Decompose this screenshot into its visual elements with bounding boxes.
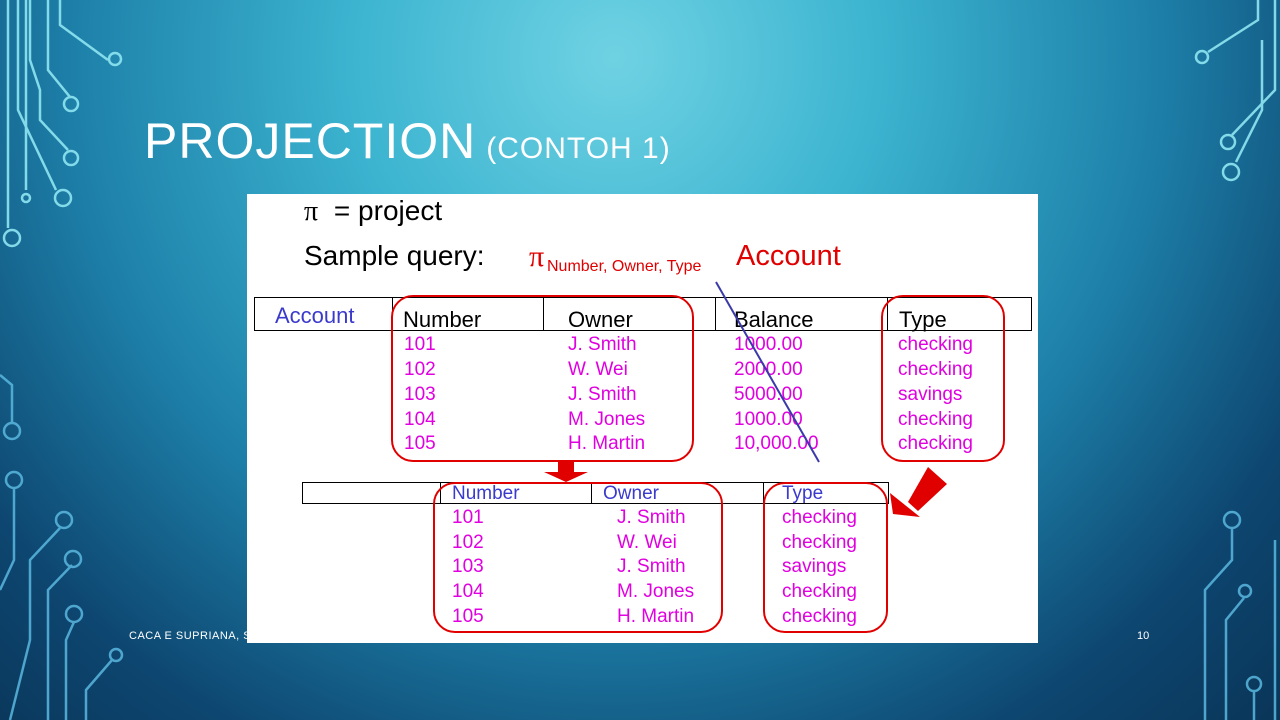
query-subscript: Number, Owner, Type bbox=[547, 258, 702, 275]
source-cell-balance: 5000.00 bbox=[734, 384, 803, 405]
source-cell-type: checking bbox=[898, 334, 973, 355]
balance-strike-line bbox=[715, 281, 820, 463]
page-number: 10 bbox=[1137, 630, 1150, 642]
result-cell-owner: J. Smith bbox=[617, 507, 686, 528]
down-arrow-icon bbox=[544, 462, 588, 482]
source-cell-owner: W. Wei bbox=[568, 359, 628, 380]
result-cell-number: 102 bbox=[452, 532, 484, 553]
highlight-number-owner bbox=[391, 295, 694, 462]
pi-symbol: π bbox=[304, 196, 319, 227]
source-col-type: Type bbox=[899, 307, 947, 332]
result-cell-type: checking bbox=[782, 507, 857, 528]
source-cell-type: savings bbox=[898, 384, 963, 405]
source-col-owner: Owner bbox=[568, 307, 633, 332]
query-pi-symbol: π bbox=[529, 240, 545, 273]
result-cell-owner: W. Wei bbox=[617, 532, 677, 553]
query-label: Sample query: bbox=[304, 240, 485, 271]
annotation-overlay bbox=[544, 281, 947, 517]
result-cell-type: checking bbox=[782, 532, 857, 553]
source-cell-type: checking bbox=[898, 409, 973, 430]
source-cell-number: 103 bbox=[404, 384, 436, 405]
source-cell-owner: J. Smith bbox=[568, 384, 637, 405]
source-col-balance: Balance bbox=[734, 307, 814, 332]
title-main: PROJECTION bbox=[144, 113, 477, 169]
result-cell-type: checking bbox=[782, 606, 857, 627]
source-cell-type: checking bbox=[898, 433, 973, 454]
source-cell-number: 104 bbox=[404, 409, 436, 430]
source-table-name: Account bbox=[275, 303, 355, 328]
result-highlight-type bbox=[763, 482, 888, 633]
footer-author: CACA E SUPRIANA, S bbox=[129, 630, 249, 642]
result-cell-type: savings bbox=[782, 556, 847, 577]
result-col-owner: Owner bbox=[603, 483, 659, 504]
result-cell-number: 105 bbox=[452, 606, 484, 627]
result-cell-number: 101 bbox=[452, 507, 484, 528]
source-cell-owner: H. Martin bbox=[568, 433, 646, 454]
source-cell-balance: 1000.00 bbox=[734, 409, 803, 430]
result-cell-number: 104 bbox=[452, 581, 484, 602]
highlight-type bbox=[881, 295, 1005, 462]
query-relation: Account bbox=[736, 240, 841, 272]
result-cell-owner: M. Jones bbox=[617, 581, 695, 602]
source-col-number: Number bbox=[403, 307, 482, 332]
source-cell-number: 101 bbox=[404, 334, 436, 355]
result-col-type: Type bbox=[782, 483, 824, 504]
diagonal-arrow-icon bbox=[890, 467, 947, 517]
example-panel: π = project Sample query: π Number, Owne… bbox=[247, 194, 1038, 643]
result-cell-owner: H. Martin bbox=[617, 606, 695, 627]
result-cell-number: 103 bbox=[452, 556, 484, 577]
source-cell-balance: 10,000.00 bbox=[734, 433, 819, 454]
pi-definition-text: = project bbox=[333, 195, 443, 226]
source-cell-balance: 2000.00 bbox=[734, 359, 803, 380]
source-cell-owner: J. Smith bbox=[568, 334, 637, 355]
source-cell-type: checking bbox=[898, 359, 973, 380]
result-cell-owner: J. Smith bbox=[617, 556, 686, 577]
pi-definition: π = project bbox=[304, 195, 442, 228]
source-cell-owner: M. Jones bbox=[568, 409, 646, 430]
result-col-number: Number bbox=[452, 483, 520, 504]
source-cell-number: 102 bbox=[404, 359, 436, 380]
result-cell-type: checking bbox=[782, 581, 857, 602]
slide-title: PROJECTION (CONTOH 1) bbox=[144, 112, 671, 170]
source-cell-balance: 1000.00 bbox=[734, 334, 803, 355]
title-sub: (CONTOH 1) bbox=[486, 132, 671, 165]
result-highlight-number-owner bbox=[433, 482, 723, 633]
